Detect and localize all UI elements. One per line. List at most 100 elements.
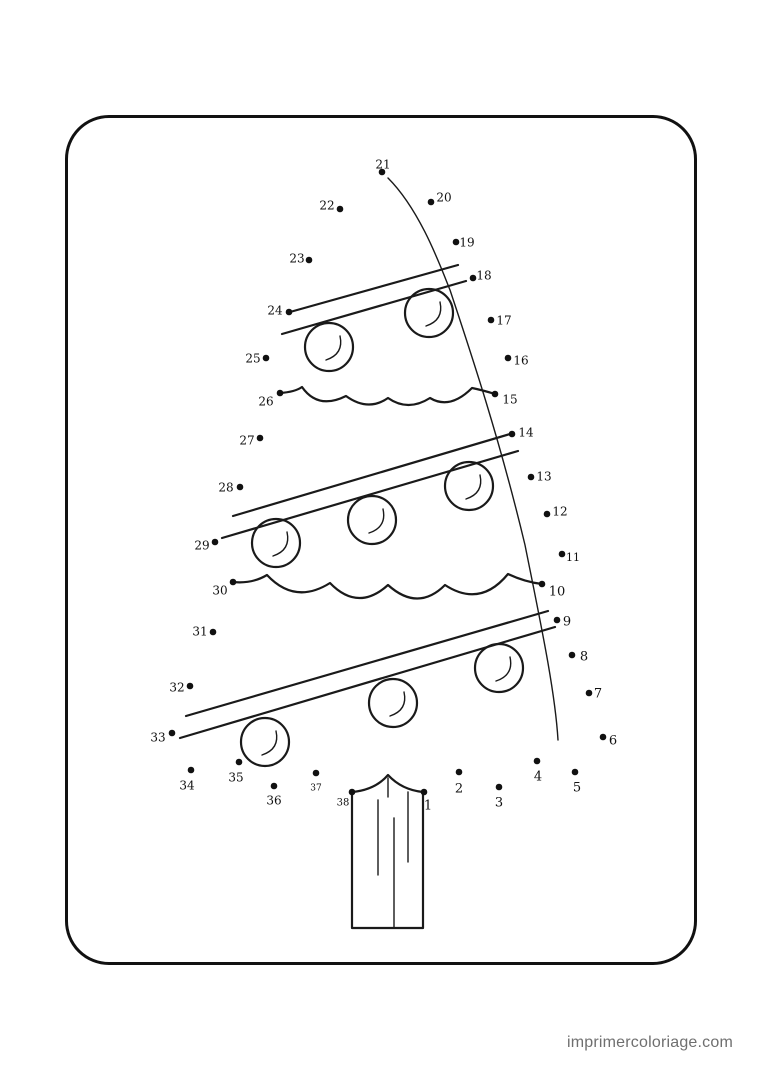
dot-number: 21	[375, 158, 390, 172]
dot-number: 26	[258, 395, 273, 409]
ornament-3	[443, 460, 495, 512]
dot-number: 13	[536, 470, 551, 484]
dot-point: 15	[491, 390, 518, 407]
dot-number: 32	[169, 681, 184, 695]
dot-point: 23	[289, 252, 313, 266]
dot-marker	[571, 768, 579, 776]
dot-marker	[236, 483, 244, 491]
dot-marker	[538, 580, 546, 588]
dot-point: 16	[504, 354, 529, 368]
ornament-7	[367, 677, 419, 729]
dot-point: 10	[538, 580, 566, 600]
dot-number: 3	[495, 796, 503, 811]
dot-marker	[168, 729, 176, 737]
dot-marker	[209, 628, 217, 636]
ornament-5	[250, 517, 302, 569]
dot-marker	[455, 768, 463, 776]
dot-marker	[495, 783, 503, 791]
dot-point: 24	[267, 304, 293, 318]
dot-number: 33	[150, 731, 165, 745]
dot-point: 2	[455, 768, 463, 797]
page-frame	[65, 115, 697, 965]
ornament-2	[303, 321, 355, 373]
dot-point: 30	[212, 578, 237, 598]
dot-number: 1	[424, 799, 432, 814]
dot-number: 10	[549, 585, 566, 600]
dot-number: 38	[337, 798, 350, 809]
dot-marker	[270, 782, 278, 790]
dot-number: 16	[513, 354, 528, 368]
dot-marker	[504, 354, 512, 362]
dot-marker	[487, 316, 495, 324]
dot-point: 14	[508, 426, 534, 440]
dot-marker	[452, 238, 460, 246]
dot-number: 18	[476, 269, 491, 283]
dot-number: 24	[267, 304, 283, 318]
dot-number: 36	[266, 794, 281, 808]
dot-marker	[599, 733, 607, 741]
dot-marker	[491, 390, 499, 398]
dot-marker	[336, 205, 344, 213]
dot-point: 37	[310, 769, 322, 794]
dot-marker	[533, 757, 541, 765]
dot-point: 36	[266, 782, 282, 808]
dot-marker	[256, 434, 264, 442]
dot-marker	[378, 168, 386, 176]
dot-point: 35	[228, 758, 244, 785]
dot-number: 4	[534, 770, 542, 785]
dot-number: 37	[310, 784, 322, 794]
dot-point: 27	[239, 434, 264, 448]
dot-marker	[285, 308, 293, 316]
dot-point: 7	[585, 687, 602, 702]
dot-marker	[229, 578, 237, 586]
dot-point: 20	[427, 191, 452, 206]
dot-point: 9	[553, 615, 571, 630]
dot-marker	[187, 766, 195, 774]
dot-number: 20	[436, 191, 451, 205]
dot-number: 29	[194, 539, 209, 553]
dot-number: 6	[609, 734, 617, 749]
garland-bottom-upper	[184, 609, 550, 718]
tree-trunk	[350, 773, 425, 930]
dot-point: 34	[179, 766, 195, 793]
dot-point: 21	[375, 158, 391, 176]
dot-number: 30	[212, 584, 227, 598]
dot-number: 28	[218, 481, 233, 495]
dot-point: 25	[245, 352, 270, 366]
dot-point: 19	[452, 236, 475, 250]
numbered-dots: 1234567891011121314151617181920212223242…	[150, 158, 617, 814]
dot-number: 31	[192, 625, 207, 639]
garland-middle-upper	[231, 432, 512, 518]
dot-number: 19	[459, 236, 474, 250]
dot-point: 31	[192, 625, 217, 639]
dot-marker	[262, 354, 270, 362]
dot-number: 27	[239, 434, 254, 448]
dot-number: 12	[552, 505, 567, 519]
dot-marker	[527, 473, 535, 481]
dot-marker	[469, 274, 477, 282]
dot-number: 25	[245, 352, 260, 366]
dot-number: 14	[518, 426, 534, 440]
dot-marker	[312, 769, 320, 777]
dot-number: 34	[179, 779, 195, 793]
dot-point: 22	[319, 199, 344, 213]
ornament-8	[239, 716, 291, 768]
dot-marker	[543, 510, 551, 518]
dot-point: 26	[258, 389, 284, 409]
dot-number: 11	[566, 551, 580, 564]
dot-number: 9	[563, 615, 571, 630]
dot-point: 4	[533, 757, 542, 785]
tier-edge-upper	[278, 385, 497, 407]
dot-point: 5	[571, 768, 581, 796]
dot-number: 7	[594, 687, 602, 702]
dot-number: 23	[289, 252, 304, 266]
dot-number: 35	[228, 771, 243, 785]
dot-point: 6	[599, 733, 617, 749]
dot-point: 3	[495, 783, 503, 811]
dot-point: 18	[469, 269, 492, 283]
dot-point: 1	[420, 788, 432, 814]
dot-point: 28	[218, 481, 244, 495]
dot-point: 38	[337, 788, 356, 809]
dot-number: 8	[580, 650, 588, 665]
